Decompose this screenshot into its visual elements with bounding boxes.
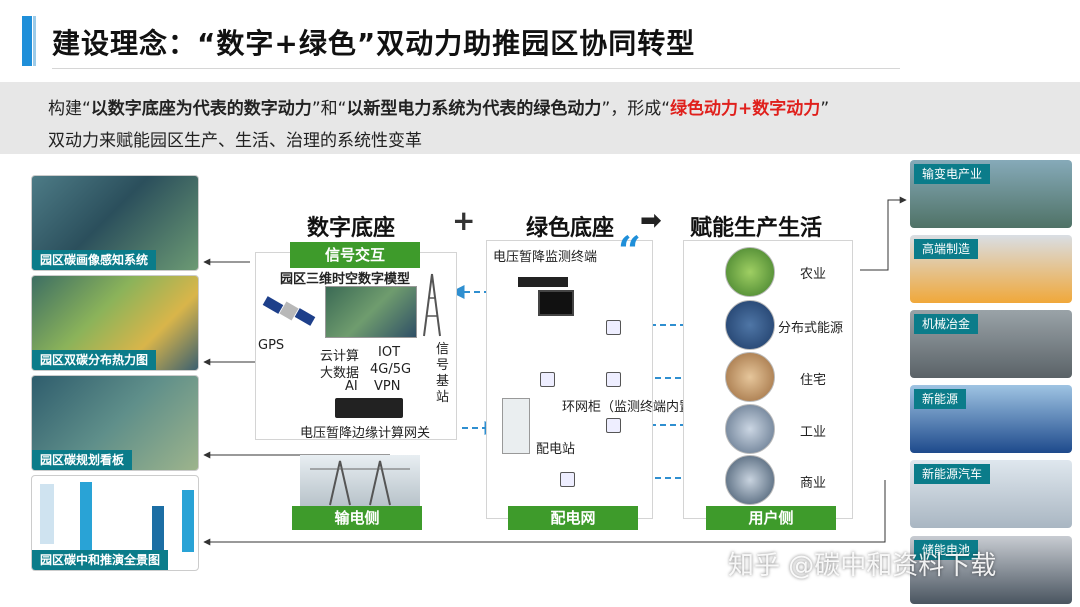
use-commercial: 商业 (800, 476, 827, 491)
transmission-side-label: 输电侧 (292, 506, 422, 530)
use-industry: 工业 (800, 425, 827, 440)
signal-interaction-label: 信号交互 (290, 242, 420, 268)
panel-caption: 园区双碳分布热力图 (32, 350, 157, 370)
right-arrow-icon: ➡ (640, 206, 662, 236)
user-side-label: 用户侧 (706, 506, 836, 530)
base-station-label: 信号基站 (436, 342, 450, 405)
substation-cabinet-icon (502, 398, 530, 454)
use-residential: 住宅 (800, 373, 827, 388)
plus-sign: + (452, 204, 476, 237)
satellite-icon (262, 296, 316, 326)
industry-image (725, 404, 775, 454)
industry-tag: 储能电池 (914, 540, 979, 560)
vpn-label: VPN (374, 379, 401, 394)
panel-planning-board[interactable]: 园区碳规划看板 (31, 375, 199, 471)
transmission-image (300, 455, 420, 507)
intro-line-2: 双动力来赋能园区生产、生活、治理的系统性变革 (48, 131, 422, 151)
industry-tag: 输变电产业 (914, 164, 991, 184)
terminal-label: 电压暂降监测终端 (493, 250, 598, 265)
intro-bold-digital: 以数字底座为代表的数字动力 (90, 99, 312, 119)
signal-tower-icon (423, 273, 441, 337)
meter-icon (560, 472, 575, 487)
intro-bold-green: 以新型电力系统为代表的绿色动力 (346, 99, 602, 119)
bigdata-label: 大数据 (320, 366, 360, 381)
industry-card[interactable]: 储能电池 (910, 536, 1072, 604)
link-line (203, 480, 886, 546)
gps-label: GPS (258, 338, 285, 353)
intro-line-1: 构建“以数字底座为代表的数字动力”和“以新型电力系统为代表的绿色动力”，形成“绿… (48, 94, 829, 119)
terminal-screen-icon (538, 290, 574, 316)
station-label: 配电站 (536, 442, 576, 457)
use-distributed-energy: 分布式能源 (778, 321, 844, 336)
chart-bar (152, 506, 164, 552)
industry-tag: 新能源 (914, 389, 967, 409)
link-line (860, 196, 907, 271)
chart-bar (182, 490, 194, 552)
quote-mark-icon: “ (618, 228, 642, 275)
panel-caption: 园区碳画像感知系统 (32, 250, 157, 270)
meter-icon (606, 418, 621, 433)
watermark: 知乎 @碳中和资料下载 (728, 551, 997, 581)
green-base-header: 绿色底座 (526, 216, 615, 241)
industry-card[interactable]: 机械冶金 (910, 310, 1072, 378)
commercial-image (725, 455, 775, 505)
title-accent-bar-light (33, 16, 36, 66)
panel-carbon-portrait[interactable]: 园区碳画像感知系统 (31, 175, 199, 271)
intro-box: 构建“以数字底座为代表的数字动力”和“以新型电力系统为代表的绿色动力”，形成“绿… (0, 82, 1080, 154)
panel-heatmap[interactable]: 园区双碳分布热力图 (31, 275, 199, 371)
panel-caption: 园区碳中和推演全景图 (32, 550, 169, 570)
industry-card[interactable]: 新能源汽车 (910, 460, 1072, 528)
meter-icon (606, 372, 621, 387)
cloud-label: 云计算 (320, 349, 360, 364)
meter-icon (606, 320, 621, 335)
industry-tag: 高端制造 (914, 239, 979, 259)
ai-label: AI (345, 379, 358, 394)
panel-neutrality-panorama[interactable]: 园区碳中和推演全景图 (31, 475, 199, 571)
intro-text: ” (820, 99, 830, 119)
gateway-device-icon (335, 398, 403, 418)
distribution-network-label: 配电网 (508, 506, 638, 530)
terminal-device-icon (518, 277, 568, 287)
industry-tag: 机械冶金 (914, 314, 979, 334)
iot-label: IOT (378, 345, 401, 360)
intro-red-highlight: 绿色动力+数字动力 (670, 99, 821, 119)
pylon-icon (310, 460, 410, 506)
industry-card[interactable]: 新能源 (910, 385, 1072, 453)
intro-text: ”和“ (311, 99, 347, 119)
agriculture-image (725, 247, 775, 297)
industry-tag: 新能源汽车 (914, 464, 991, 484)
industry-card[interactable]: 输变电产业 (910, 160, 1072, 228)
title-accent-bar (22, 16, 32, 66)
4g5g-label: 4G/5G (370, 362, 412, 377)
panel-caption: 园区碳规划看板 (32, 450, 133, 470)
use-agriculture: 农业 (800, 267, 827, 282)
enable-header: 赋能生产生活 (690, 216, 823, 241)
page-title: 建设理念：“数字+绿色”双动力助推园区协同转型 (52, 27, 696, 60)
distributed-energy-image (725, 300, 775, 350)
chart-bar (80, 482, 92, 552)
chart-bar (40, 484, 54, 544)
digital-model-image (325, 286, 417, 338)
title-divider (52, 68, 900, 69)
digital-base-header: 数字底座 (307, 216, 396, 241)
meter-icon (540, 372, 555, 387)
residential-image (725, 352, 775, 402)
model-label: 园区三维时空数字模型 (280, 272, 411, 287)
intro-text: 构建“ (48, 99, 91, 119)
industry-card[interactable]: 高端制造 (910, 235, 1072, 303)
gateway-label: 电压暂降边缘计算网关 (300, 426, 431, 441)
ring-cabinet-label: 环网柜（监测终端内置） (562, 400, 706, 415)
intro-text: ”，形成“ (601, 99, 671, 119)
